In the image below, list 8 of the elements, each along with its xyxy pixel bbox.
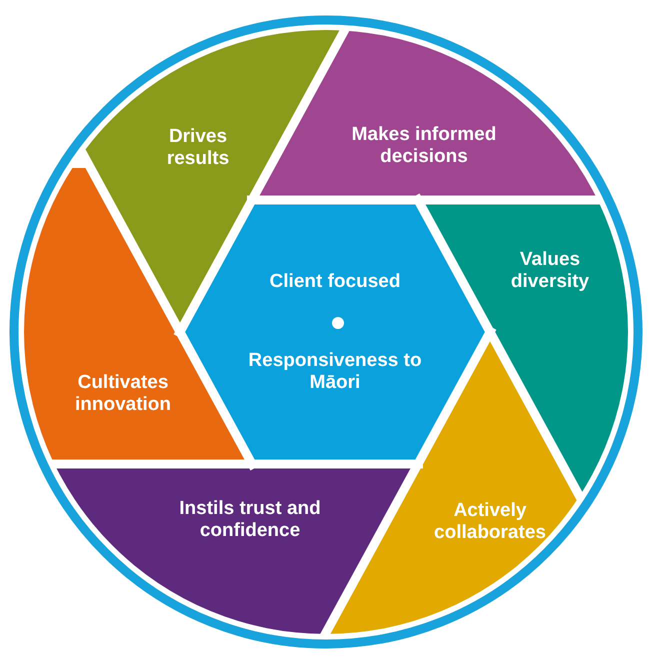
- segment-label: Instils trust and confidence: [178, 498, 322, 542]
- segment-label: Actively collaborates: [433, 500, 547, 544]
- segment-label: Values diversity: [510, 249, 590, 293]
- segment-label: Drives results: [166, 126, 230, 170]
- center-label: Client focused: [268, 271, 402, 293]
- segment-label: Cultivates innovation: [74, 372, 172, 416]
- segment-label: Makes informed decisions: [350, 124, 498, 168]
- center-label: Responsiveness to Māori: [247, 350, 423, 394]
